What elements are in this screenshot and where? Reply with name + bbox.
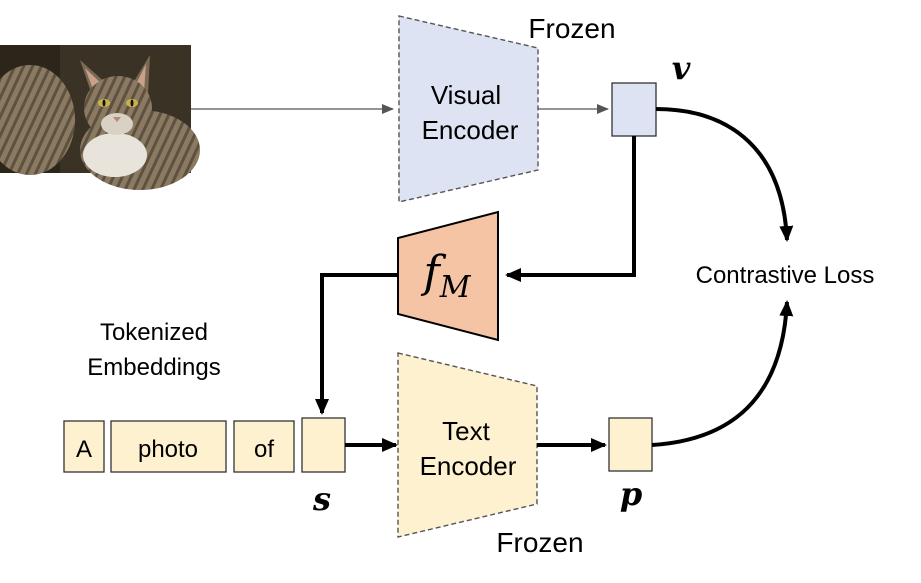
v-embedding-box	[611, 82, 657, 137]
token-box-of	[233, 420, 295, 473]
visual-encoder-box	[398, 15, 539, 203]
token-box-a	[63, 420, 105, 473]
frozen-label-top: Frozen	[528, 13, 615, 44]
tokenized-label-line2: Embeddings	[87, 354, 220, 381]
tokenized-label-line1: Tokenized	[100, 319, 208, 346]
mapper-to-s-arrow	[315, 273, 398, 415]
token-box-photo	[110, 420, 227, 473]
mapper-box	[397, 210, 499, 342]
text-encoder-line1: Text	[442, 416, 490, 446]
frozen-label-bottom: Frozen	[496, 527, 583, 558]
s-label: s	[312, 480, 331, 518]
mapper-label-sub: M	[439, 270, 472, 305]
token-a-text: A	[76, 436, 92, 463]
visual-encoder-line1: Visual	[431, 80, 501, 110]
text-encoder-line2: Encoder	[420, 451, 517, 481]
cat-image	[0, 45, 200, 190]
p-embedding-box	[608, 417, 653, 472]
text-encoder-box	[397, 352, 538, 538]
token-of-text: of	[254, 436, 274, 463]
visual-encoder-line2: Encoder	[422, 115, 519, 145]
token-photo-text: photo	[138, 436, 198, 463]
v-label: v	[672, 49, 691, 87]
contrastive-loss-label: Contrastive Loss	[696, 262, 875, 289]
v-to-mapper-arrow	[505, 136, 636, 282]
p-to-loss-arrow	[651, 300, 794, 447]
v-to-loss-arrow	[655, 107, 794, 242]
p-label: p	[620, 475, 642, 513]
s-token-box	[301, 417, 346, 473]
